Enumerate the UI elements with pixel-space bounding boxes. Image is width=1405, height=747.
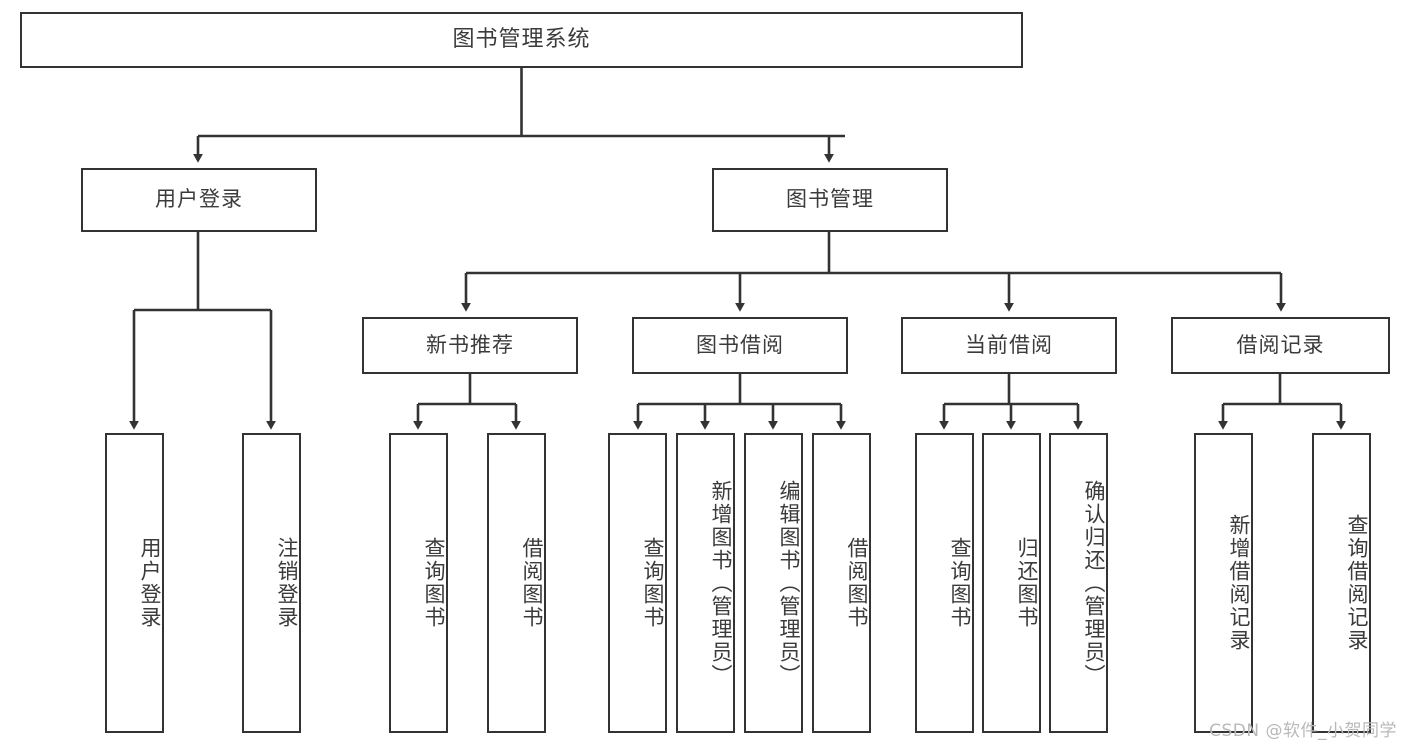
leaf-user-login[interactable]: 用户登录 (105, 433, 164, 733)
node-borrow-record[interactable]: 借阅记录 (1171, 317, 1390, 374)
leaf-return-book-label: 归还图书 (1015, 537, 1039, 629)
leaf-query-book-3-label: 查询图书 (948, 537, 972, 629)
leaf-borrow-book-2[interactable]: 借阅图书 (812, 433, 871, 733)
leaf-borrow-book-1[interactable]: 借阅图书 (487, 433, 546, 733)
leaf-add-book-label: 新增图书（管理员） (709, 479, 733, 687)
leaf-query-book-2-label: 查询图书 (641, 537, 665, 629)
node-current-borrow-label: 当前借阅 (965, 332, 1053, 357)
node-book-borrow-label: 图书借阅 (696, 332, 784, 357)
leaf-confirm-return-label: 确认归还（管理员） (1082, 479, 1106, 687)
leaf-logout[interactable]: 注销登录 (242, 433, 301, 733)
node-root[interactable]: 图书管理系统 (20, 12, 1023, 68)
node-book-manage[interactable]: 图书管理 (712, 168, 948, 232)
node-new-book-rec[interactable]: 新书推荐 (362, 317, 578, 374)
leaf-logout-label: 注销登录 (275, 537, 299, 629)
node-user-login[interactable]: 用户登录 (81, 168, 317, 232)
leaf-borrow-book-1-label: 借阅图书 (520, 537, 544, 629)
node-borrow-record-label: 借阅记录 (1236, 332, 1325, 357)
leaf-return-book[interactable]: 归还图书 (982, 433, 1041, 733)
leaf-query-book-1-label: 查询图书 (422, 537, 446, 629)
leaf-confirm-return[interactable]: 确认归还（管理员） (1049, 433, 1108, 733)
leaf-add-book[interactable]: 新增图书（管理员） (676, 433, 735, 733)
leaf-query-book-1[interactable]: 查询图书 (389, 433, 448, 733)
node-book-manage-label: 图书管理 (786, 187, 874, 212)
node-current-borrow[interactable]: 当前借阅 (901, 317, 1117, 374)
leaf-query-book-3[interactable]: 查询图书 (915, 433, 974, 733)
node-user-login-label: 用户登录 (155, 187, 243, 212)
leaf-query-record[interactable]: 查询借阅记录 (1312, 433, 1371, 733)
node-book-borrow[interactable]: 图书借阅 (632, 317, 848, 374)
leaf-edit-book[interactable]: 编辑图书（管理员） (744, 433, 803, 733)
leaf-query-book-2[interactable]: 查询图书 (608, 433, 667, 733)
leaf-borrow-book-2-label: 借阅图书 (845, 537, 869, 629)
leaf-query-record-label: 查询借阅记录 (1345, 514, 1369, 652)
leaf-edit-book-label: 编辑图书（管理员） (777, 479, 801, 687)
leaf-add-record[interactable]: 新增借阅记录 (1194, 433, 1253, 733)
leaf-user-login-label: 用户登录 (138, 537, 162, 629)
node-root-label: 图书管理系统 (452, 26, 591, 52)
node-new-book-rec-label: 新书推荐 (426, 332, 514, 357)
leaf-add-record-label: 新增借阅记录 (1227, 514, 1251, 652)
